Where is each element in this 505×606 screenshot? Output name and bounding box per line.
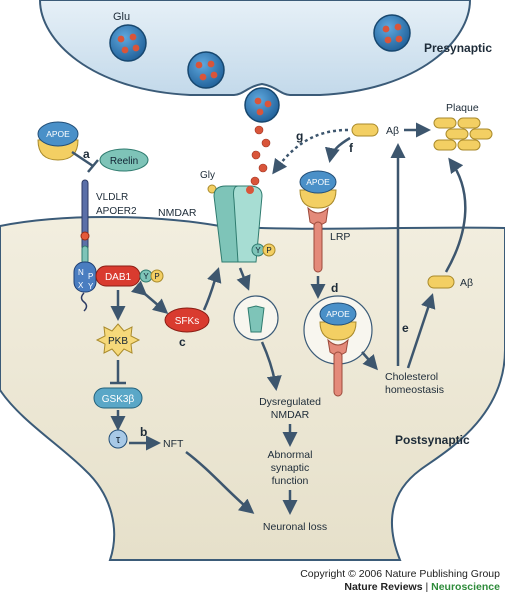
vesicle [109, 24, 147, 62]
lrp [307, 206, 329, 273]
gly-label: Gly [200, 170, 215, 181]
step-b: b [140, 425, 147, 439]
sfks-label: SFKs [175, 316, 199, 327]
arrow-nft-to-neuronal-loss [185, 451, 255, 514]
dysregulated-2: NMDAR [271, 409, 310, 421]
vesicle [187, 51, 225, 89]
tau-label: τ [116, 434, 121, 446]
vldlr-label: VLDLR [96, 192, 128, 203]
dab1-label: DAB1 [105, 272, 132, 283]
inhibit-a-bar [87, 159, 99, 173]
journal-line: Nature Reviews | Neuroscience [260, 581, 500, 594]
arrow-nmdar-endocytosis [236, 267, 251, 291]
inhibit-a [71, 150, 94, 168]
lrp-label: LRP [330, 231, 350, 243]
step-d: d [331, 281, 338, 295]
npxy-y: Y [88, 282, 94, 291]
nmdar-label: NMDAR [158, 207, 197, 219]
apoe-mid: APOE [299, 170, 337, 209]
dab1: DAB1 Y P [95, 265, 164, 287]
npxy-x: X [78, 281, 84, 290]
vesicle [373, 14, 411, 52]
dab1-y: Y [143, 272, 149, 281]
internalized-nmdar [233, 295, 279, 341]
apoe-low: APOE [319, 302, 357, 397]
nmdar: Y P [213, 185, 276, 263]
journal-name: Neuroscience [431, 581, 500, 593]
reelin-label: Reelin [110, 156, 138, 167]
postsynaptic-compartment [0, 216, 505, 561]
tau: τ [108, 429, 128, 449]
abnormal-2: synaptic [271, 462, 310, 474]
abnormal-3: function [272, 475, 309, 487]
gsk3b: GSK3β [93, 387, 143, 409]
npxy-motif: N P X Y [73, 261, 97, 312]
cholesterol-2: homeostasis [385, 384, 444, 396]
apoe-low-label: APOE [326, 309, 350, 319]
nmdar-p: P [266, 246, 271, 255]
step-g: g [296, 129, 303, 143]
apoe-left: APOE [37, 121, 79, 161]
arrow-f [325, 136, 351, 163]
plaque [433, 117, 493, 151]
arrow-g [272, 128, 349, 175]
abeta-top: Aβ [351, 123, 399, 137]
step-c: c [179, 335, 186, 349]
brand-name: Nature Reviews [344, 581, 423, 593]
npxy-n: N [78, 268, 84, 277]
gsk3b-label: GSK3β [102, 394, 135, 405]
arrow-sfks-nmdar [202, 267, 222, 311]
arrow-abeta-right-to-plaque [444, 157, 467, 273]
arrow-to-dysregulated [260, 341, 282, 391]
abeta-top-label: Aβ [386, 125, 399, 137]
step-e: e [402, 321, 409, 335]
step-f: f [349, 141, 354, 155]
reelin: Reelin [99, 148, 149, 172]
pkb: PKB [95, 323, 141, 357]
copyright-text: Copyright © 2006 Nature Publishing Group [300, 568, 500, 580]
abnormal-1: Abnormal [268, 449, 313, 461]
abeta-right-label: Aβ [460, 277, 473, 289]
plaque-label: Plaque [446, 102, 479, 114]
step-a: a [83, 147, 90, 161]
glu-label: Glu [113, 11, 130, 23]
arrow-dab1-sfks [131, 280, 169, 314]
arrow-e [406, 293, 436, 369]
nft-label: NFT [163, 438, 184, 450]
presynaptic-terminal [38, 0, 472, 96]
apoe-mid-label: APOE [306, 177, 330, 187]
abeta-right: Aβ [427, 275, 473, 289]
fusing-vesicle [244, 87, 280, 123]
postsynaptic-label: Postsynaptic [395, 433, 470, 447]
dab1-p: P [154, 272, 159, 281]
neuronal-loss-label: Neuronal loss [263, 521, 327, 533]
cholesterol-1: Cholesterol [385, 371, 438, 383]
apoe-left-label: APOE [46, 129, 70, 139]
apoer2-label: APOER2 [96, 206, 137, 217]
journal-separator: | [422, 581, 432, 593]
arrow-to-cholesterol [361, 351, 378, 371]
pkb-label: PKB [108, 336, 128, 347]
presynaptic-label: Presynaptic [424, 41, 492, 55]
vldlr-receptor [80, 179, 90, 265]
nmdar-y: Y [255, 246, 261, 255]
sfks: SFKs [164, 307, 210, 333]
npxy-p: P [88, 272, 93, 281]
copyright-block: Copyright © 2006 Nature Publishing Group… [260, 568, 500, 594]
dysregulated-1: Dysregulated [259, 396, 321, 408]
